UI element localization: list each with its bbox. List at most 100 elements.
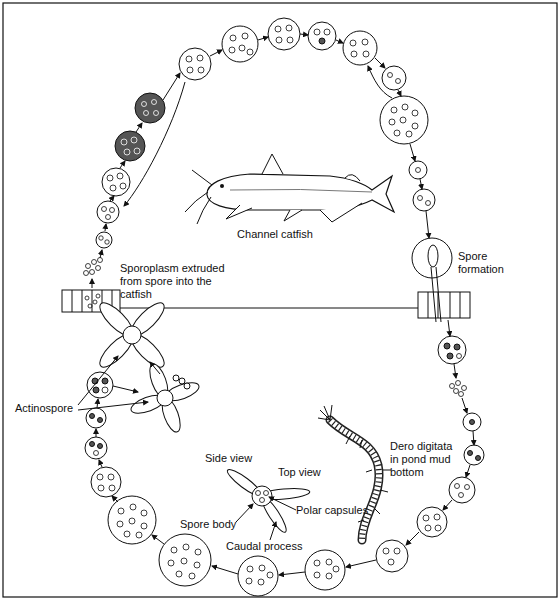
cell-nucleus <box>230 35 236 41</box>
leader-line <box>270 522 276 540</box>
lateral-line <box>230 189 372 192</box>
barbels <box>185 170 212 224</box>
cell-nucleus <box>98 444 103 449</box>
cell-nucleus <box>176 571 182 577</box>
parasite-cell <box>135 93 165 123</box>
worm-segments <box>330 420 379 540</box>
cycle-arrow <box>112 496 118 502</box>
cell-nucleus <box>105 240 109 244</box>
cell-nucleus <box>286 25 292 31</box>
cell-nucleus <box>117 173 123 179</box>
parasite-cell <box>108 496 156 544</box>
cell-nucleus <box>171 547 177 553</box>
cell-nucleus <box>90 442 95 447</box>
parasite-cell <box>463 413 481 431</box>
cell-nucleus <box>141 510 147 516</box>
annotation-label: Polar capsules <box>296 504 376 517</box>
cell-nucleus <box>258 579 264 585</box>
outer-border <box>3 3 557 597</box>
cell-nucleus <box>351 51 357 57</box>
cell-nucleus <box>98 485 104 491</box>
leader-line <box>269 497 296 510</box>
cell-nucleus <box>134 148 140 154</box>
cell-nucleus <box>195 549 201 555</box>
cycle-arrow <box>150 362 160 374</box>
leader-line <box>78 356 118 405</box>
cycle-arrow <box>279 572 305 575</box>
annotation-label: Actinospore <box>15 402 85 415</box>
cell-nucleus <box>326 559 332 565</box>
cycle-arrow <box>473 431 474 445</box>
cell-nucleus <box>110 185 116 191</box>
parasite-cell <box>380 96 428 144</box>
cell-nucleus <box>168 560 174 566</box>
cell-nucleus <box>468 451 473 456</box>
cycle-arrow <box>96 429 97 437</box>
cell-nucleus <box>476 456 481 461</box>
parasite-cell <box>96 232 112 248</box>
polar-capsule <box>260 498 265 503</box>
cell-nucleus <box>412 123 418 129</box>
cell-nucleus <box>459 493 464 498</box>
cell-nucleus <box>247 49 253 55</box>
parasite-cell <box>449 477 475 503</box>
cell-nucleus <box>363 51 369 57</box>
leader-line <box>78 402 148 410</box>
parasite-cell <box>438 336 466 364</box>
cell-nucleus <box>447 353 453 359</box>
cell-nucleus <box>457 354 462 359</box>
parasite-cell <box>115 131 145 161</box>
cell-nucleus <box>389 119 395 125</box>
cell-nucleus <box>102 207 107 212</box>
cell-nucleus <box>391 107 397 113</box>
parasite-cell <box>417 507 447 537</box>
cycle-arrow <box>152 535 164 544</box>
polar-capsule <box>184 383 190 389</box>
cell-nucleus <box>118 508 124 514</box>
cycle-arrow <box>406 532 419 545</box>
cycle-arrow <box>113 386 138 392</box>
sporoplasm-dot <box>86 264 91 269</box>
cell-nucleus <box>90 414 95 419</box>
polar-capsule <box>264 491 269 496</box>
cell-nucleus <box>129 518 135 524</box>
cell-nucleus <box>136 532 142 538</box>
cell-nucleus <box>402 104 408 110</box>
parasite-cell <box>308 22 336 50</box>
sporoplasm-dot <box>462 386 467 391</box>
sporoplasm-dot <box>84 271 89 276</box>
cell-nucleus <box>412 110 418 116</box>
parasite-cell <box>179 48 211 80</box>
cycle-arrow <box>420 179 422 189</box>
spore-forming-cell <box>412 238 452 278</box>
cycle-arrow <box>398 90 401 96</box>
cell-nucleus <box>287 37 293 43</box>
actinospore-body <box>123 326 141 344</box>
cell-nucleus <box>142 102 147 107</box>
cell-nucleus <box>102 387 108 393</box>
cell-nucleus <box>124 149 130 155</box>
divider-line <box>120 308 418 309</box>
cell-nucleus <box>183 544 189 550</box>
cycle-arrow <box>346 560 376 567</box>
cell-nucleus <box>425 525 431 531</box>
worm-body <box>330 420 379 540</box>
worm-body-fill <box>330 420 379 540</box>
cell-nucleus <box>319 38 325 44</box>
cell-nucleus <box>435 525 441 531</box>
cell-nucleus <box>120 183 126 189</box>
sporoplasm-dot <box>90 270 95 275</box>
sporoplasm-dot <box>454 389 459 394</box>
adipose-fin <box>345 175 360 181</box>
parasite-cell <box>222 26 258 62</box>
parasite-cell <box>87 372 113 398</box>
parasite-cell <box>268 18 300 50</box>
parasite-cell <box>91 467 121 497</box>
cell-nucleus <box>246 578 252 584</box>
cycle-arrow <box>426 211 429 238</box>
cycle-arrow <box>336 40 343 43</box>
parasite-cell <box>409 161 427 179</box>
cell-nucleus <box>333 566 339 572</box>
sporoplasm-dot <box>456 381 461 386</box>
cell-nucleus <box>394 130 400 136</box>
